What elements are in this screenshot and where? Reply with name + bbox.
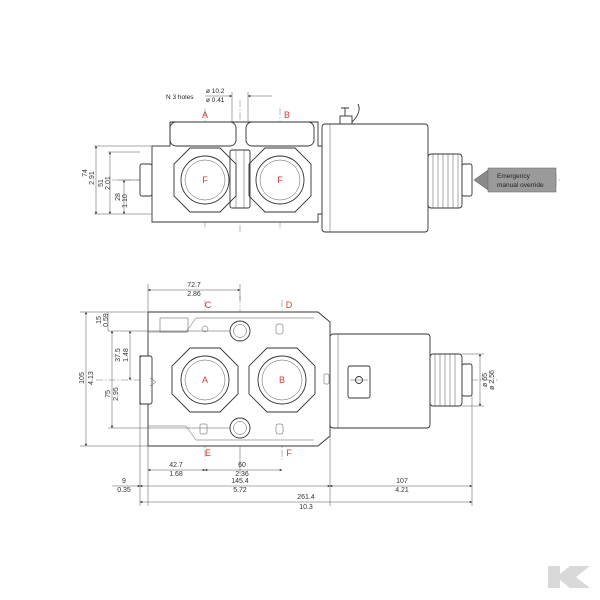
octagon-bottom-b	[248, 347, 316, 413]
dim-261-4-in: 10.3	[299, 504, 313, 511]
dim-107-in: 4.21	[395, 487, 409, 494]
port-label-e: E	[205, 448, 211, 458]
dim-15-mm: 15	[96, 316, 103, 324]
dim-105-in: 4.13	[88, 371, 95, 385]
hole-dia-mm: ø 10.2	[206, 88, 225, 95]
coil-connector-bottom	[347, 365, 371, 399]
dim-74-in: 2.91	[89, 171, 96, 185]
dim-37-5-mm: 37.5	[115, 348, 122, 362]
top-view: N 3 holes ø 10.2 ø 0.41 A B F F 74 2.91 …	[82, 88, 560, 233]
brand-logo	[548, 566, 590, 588]
dim-145-4-in: 5.72	[233, 487, 247, 494]
holes-label: N 3 holes	[166, 94, 194, 101]
port-label-f: F	[286, 448, 292, 458]
override-cap	[461, 163, 473, 197]
dim-60-in: 2.36	[235, 471, 249, 478]
port-label-c: C	[205, 300, 212, 310]
dim-145-4-mm: 145.4	[231, 478, 249, 485]
top-port-label-b: B	[284, 110, 290, 120]
dim-105-mm: 105	[79, 372, 86, 384]
right-marker	[323, 373, 330, 385]
coil-connector	[339, 115, 353, 125]
dim-51-mm: 51	[98, 179, 105, 187]
emergency-line2: manual override	[497, 182, 544, 189]
dim-9-mm: 9	[122, 478, 126, 485]
top-inner-label-f1: F	[202, 175, 208, 185]
dim-51-in: 2.01	[105, 176, 112, 190]
top-recess	[159, 317, 189, 333]
bore-top-inner	[233, 324, 247, 338]
left-boss	[139, 163, 153, 197]
dim-75-mm: 75	[105, 390, 112, 398]
dim-coil-mm: ø 65	[482, 373, 489, 387]
bottom-inner-label-a: A	[202, 375, 208, 385]
dim-107-mm: 107	[396, 478, 408, 485]
dim-28-mm: 28	[115, 193, 122, 201]
bore-bottom-inner	[233, 421, 247, 435]
boss-a	[169, 121, 237, 147]
dim-9-in: 0.35	[117, 487, 131, 494]
pin-e	[199, 423, 208, 435]
override-cap-bottom	[461, 363, 473, 397]
bottom-view: C D E F A B 72.7 2.86 105 4.13 15 0.59 7…	[79, 282, 498, 511]
dim-42-7-mm: 42.7	[169, 462, 183, 469]
bottom-port-b-outer	[257, 355, 307, 405]
octagon-port-b	[248, 147, 312, 213]
port-a-outer-circle	[180, 155, 230, 205]
top-port-label-a: A	[202, 110, 208, 120]
bottom-port-b-inner	[261, 359, 303, 401]
dim-15-in: 0.59	[103, 313, 110, 327]
dim-37-5-in: 1.48	[123, 348, 130, 362]
bottom-port-a-inner	[184, 359, 226, 401]
left-marker	[149, 377, 157, 387]
octagon-port-a	[173, 147, 237, 213]
top-inner-label-f2: F	[277, 175, 283, 185]
dim-72-7-in: 2.86	[187, 291, 201, 298]
boss-b	[245, 121, 315, 147]
emergency-callout-box	[487, 167, 557, 193]
left-boss-bottom	[139, 355, 153, 405]
dim-60-mm: 60	[238, 462, 246, 469]
valve-block	[151, 121, 323, 223]
port-a-inner-circle	[184, 159, 226, 201]
port-label-d: D	[286, 300, 293, 310]
dim-261-4-mm: 261.4	[297, 494, 315, 501]
pin-c	[201, 325, 209, 333]
knob-knurl-bottom	[434, 354, 456, 406]
dim-74-mm: 74	[82, 169, 89, 177]
octagon-bottom-a	[171, 347, 239, 413]
bottom-inner-label-b: B	[279, 375, 285, 385]
logo-k-shape	[548, 566, 590, 588]
connector-wire	[341, 103, 360, 123]
pin-d	[275, 323, 284, 335]
port-b-outer-circle	[255, 155, 305, 205]
bottom-port-a-outer	[180, 355, 230, 405]
hole-dia-in: ø 0.41	[206, 97, 225, 104]
center-rib	[229, 149, 251, 209]
dim-42-7-in: 1.68	[169, 471, 183, 478]
pin-f	[275, 423, 284, 435]
dim-coil-in: ø 2.56	[489, 370, 496, 390]
knob-knurl	[432, 154, 459, 208]
emergency-line1: Emergency	[497, 173, 531, 180]
solenoid-coil-bottom	[329, 333, 431, 429]
port-b-inner-circle	[259, 159, 301, 201]
solenoid-coil	[321, 123, 429, 233]
dim-75-in: 2.95	[113, 387, 120, 401]
dim-28-in: 1.10	[122, 194, 129, 208]
dim-72-7-mm: 72.7	[187, 282, 201, 289]
